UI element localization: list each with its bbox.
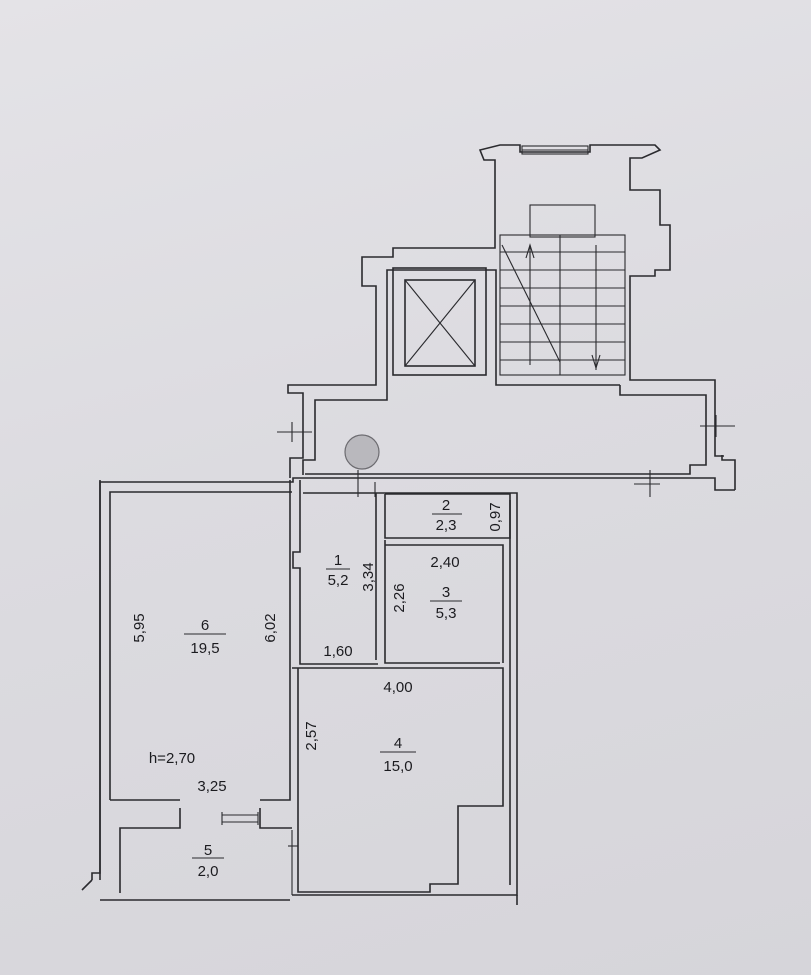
room-1-height: 3,34 <box>360 562 377 591</box>
room-1-area: 5,2 <box>328 572 349 589</box>
room-3-width: 2,40 <box>430 554 459 571</box>
room-4-width: 4,00 <box>383 679 412 696</box>
room-2-depth: 0,97 <box>487 502 504 531</box>
room-1-width: 1,60 <box>323 643 352 660</box>
stair-core <box>277 144 735 497</box>
room-4-height: 2,57 <box>303 721 320 750</box>
dimension-labels: 3,34 1,60 0,97 2,40 2,26 4,00 2,57 5,95 … <box>131 502 504 795</box>
room-6-left-length: 5,95 <box>131 613 148 642</box>
ceiling-height: h=2,70 <box>149 750 195 767</box>
room-3-area: 5,3 <box>436 605 457 622</box>
room-6-right-length: 6,02 <box>262 613 279 642</box>
room-5-area: 2,0 <box>198 863 219 880</box>
room-labels: 1 5,2 2 2,3 3 5,3 4 15,0 5 2,0 6 19,5 <box>184 497 462 880</box>
room-4-area: 15,0 <box>383 758 412 775</box>
apartment-walls <box>81 455 736 905</box>
room-2-number: 2 <box>442 497 450 514</box>
room-4-number: 4 <box>394 735 402 752</box>
room-6-area: 19,5 <box>190 640 219 657</box>
room-6-width: 3,25 <box>197 778 226 795</box>
room-3-height: 2,26 <box>391 583 408 612</box>
room-1-number: 1 <box>334 552 342 569</box>
room-3-number: 3 <box>442 584 450 601</box>
round-hatch-icon <box>344 434 380 470</box>
room-6-number: 6 <box>201 617 209 634</box>
room-2-area: 2,3 <box>436 517 457 534</box>
room-5-number: 5 <box>204 842 212 859</box>
